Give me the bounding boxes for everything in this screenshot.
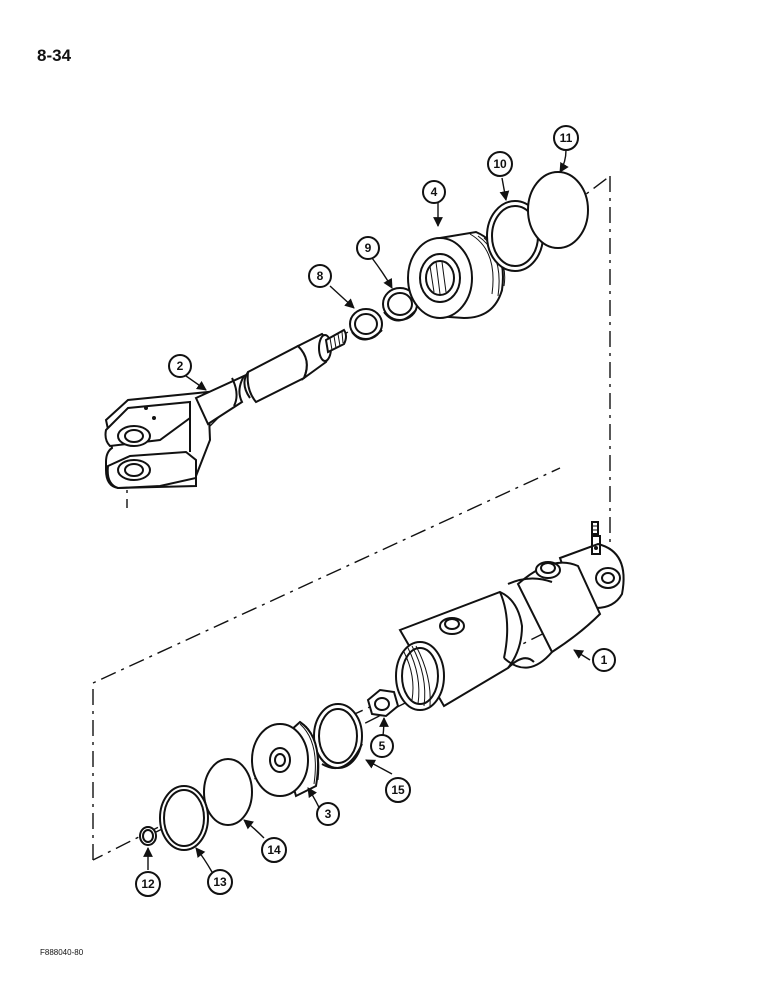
leader-lines: [143, 149, 591, 873]
callout-1-label: 1: [601, 653, 608, 667]
callout-9: 9: [356, 236, 380, 260]
part-3-piston: [251, 720, 320, 798]
part-12-o-ring: [139, 826, 157, 846]
callout-5-label: 5: [379, 739, 386, 753]
callout-9-label: 9: [365, 241, 372, 255]
callout-15-label: 15: [391, 783, 405, 797]
callout-8-label: 8: [317, 269, 324, 283]
callout-5: 5: [370, 734, 394, 758]
part-8-seal: [349, 308, 383, 341]
callout-12-label: 12: [141, 877, 155, 891]
figure-code: F888040-80: [40, 948, 84, 957]
callout-14: 14: [261, 837, 287, 863]
callout-11: 11: [553, 125, 579, 151]
callout-3-label: 3: [325, 807, 332, 821]
callout-4: 4: [422, 180, 446, 204]
callout-10: 10: [487, 151, 513, 177]
callout-1: 1: [592, 648, 616, 672]
callout-10-label: 10: [493, 157, 507, 171]
callout-14-label: 14: [267, 843, 281, 857]
page-number: 8-34: [37, 46, 72, 65]
callout-15: 15: [385, 777, 411, 803]
part-14-backup-ring: [203, 758, 253, 826]
callout-2-label: 2: [177, 359, 184, 373]
callout-4-label: 4: [431, 185, 438, 199]
cylinder-barrel: [395, 535, 625, 711]
callout-12: 12: [135, 871, 161, 897]
callout-13: 13: [207, 869, 233, 895]
callout-13-label: 13: [213, 875, 227, 889]
callout-8: 8: [308, 264, 332, 288]
part-9-seal: [382, 287, 418, 322]
part-4-gland: [407, 230, 506, 320]
callout-11-label: 11: [560, 131, 573, 145]
part-13-seal: [159, 785, 209, 851]
part-15-wear-ring: [313, 703, 363, 769]
callout-3: 3: [316, 802, 340, 826]
part-11-backup-ring: [527, 171, 589, 249]
callout-2: 2: [168, 354, 192, 378]
part-5-nut: [366, 688, 400, 718]
piston-rod-clevis: [104, 390, 212, 490]
grease-fitting: [591, 521, 599, 535]
piston-rod: [194, 328, 347, 426]
